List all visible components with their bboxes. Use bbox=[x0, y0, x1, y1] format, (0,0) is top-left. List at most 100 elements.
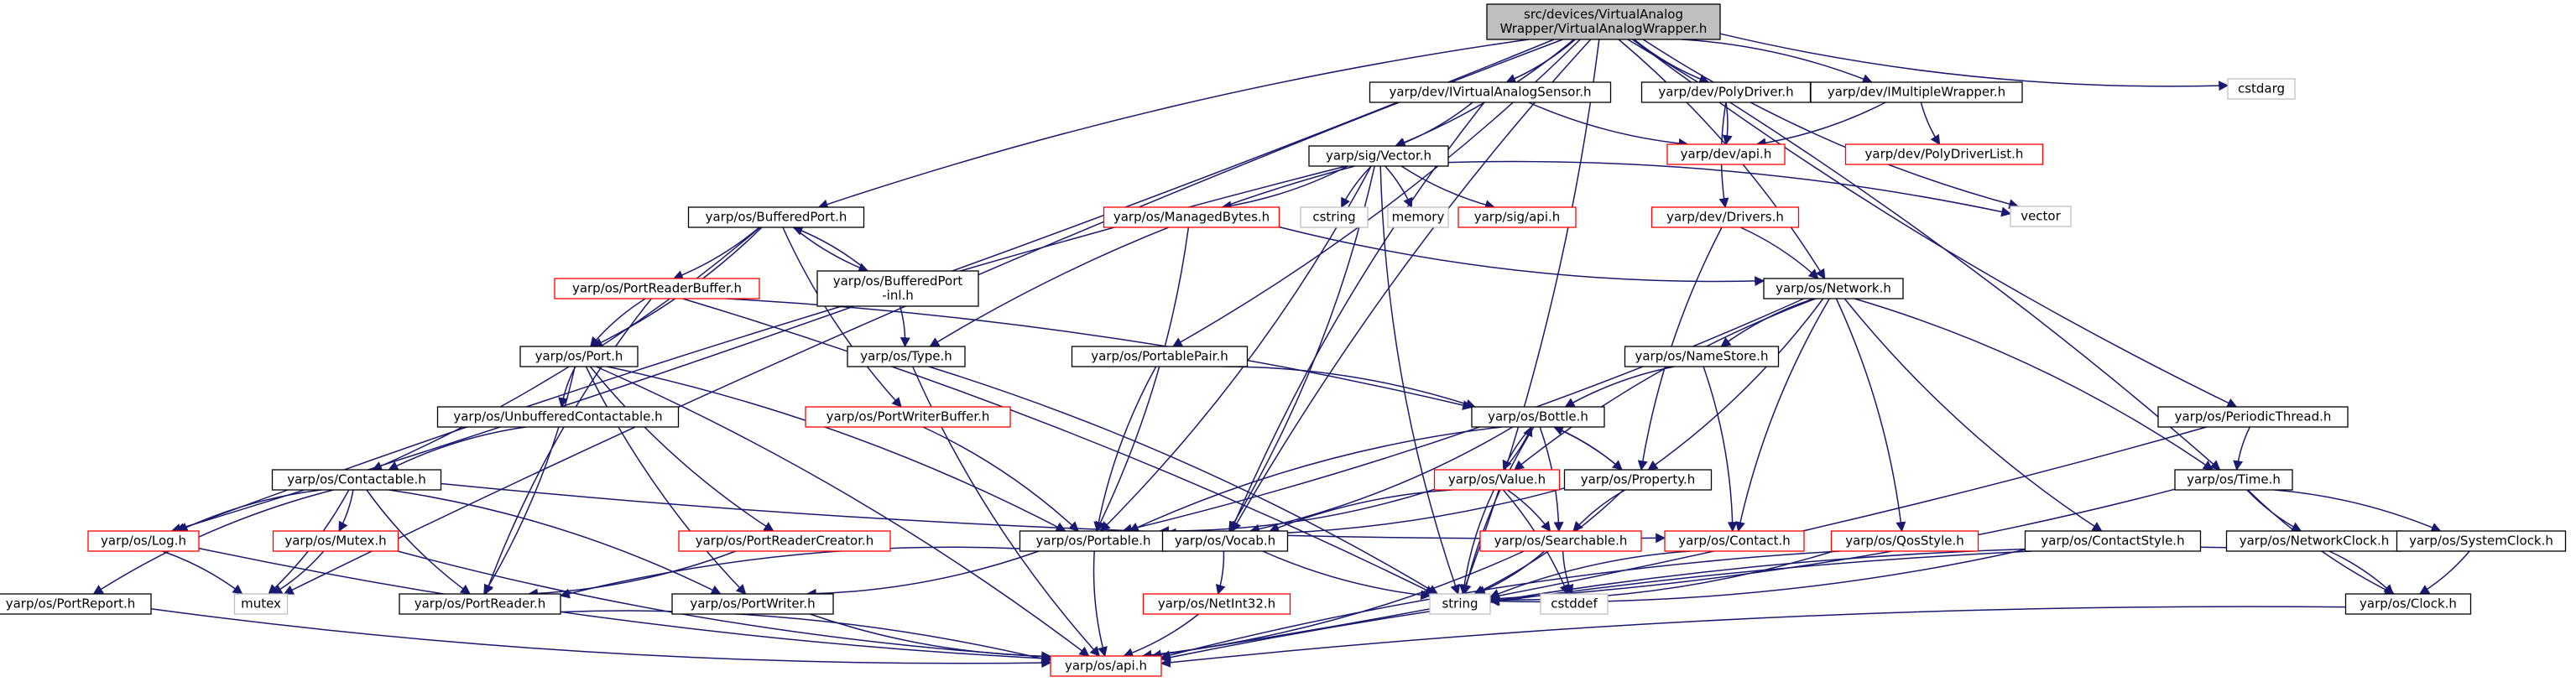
node-managedBytes[interactable]: yarp/os/ManagedBytes.h bbox=[1103, 206, 1280, 228]
node-label-value: yarp/os/Value.h bbox=[1448, 472, 1546, 487]
node-box-bottle bbox=[1471, 406, 1605, 428]
node-searchable[interactable]: yarp/os/Searchable.h bbox=[1479, 530, 1642, 552]
edge-contact-to-string bbox=[1489, 550, 1691, 599]
node-label-sigApi: yarp/sig/api.h bbox=[1474, 210, 1561, 225]
node-devApi[interactable]: yarp/dev/api.h bbox=[1666, 143, 1786, 165]
edge-portReport-to-osApi bbox=[150, 608, 1052, 669]
node-box-type bbox=[847, 346, 966, 367]
edge-port-to-portable bbox=[607, 366, 1066, 532]
node-box-portWriter bbox=[671, 593, 834, 615]
node-polyDriverList[interactable]: yarp/dev/PolyDriverList.h bbox=[1844, 143, 2044, 165]
node-port[interactable]: yarp/os/Port.h bbox=[519, 346, 639, 367]
node-systemClock[interactable]: yarp/os/SystemClock.h bbox=[2396, 530, 2567, 552]
node-portWriter[interactable]: yarp/os/PortWriter.h bbox=[671, 593, 834, 615]
node-label-string: string bbox=[1442, 596, 1478, 612]
node-label-qosStyle: yarp/os/QosStyle.h bbox=[1845, 534, 1964, 549]
node-box-portReport bbox=[0, 593, 152, 615]
edge-nameStore-to-bottle bbox=[1564, 366, 1675, 408]
node-box-periodicThread bbox=[2157, 406, 2349, 428]
node-osApi[interactable]: yarp/os/api.h bbox=[1050, 655, 1162, 677]
edge-networkClock-to-clock bbox=[2328, 550, 2394, 595]
node-label-portReaderCreator: yarp/os/PortReaderCreator.h bbox=[696, 534, 874, 549]
node-box-port bbox=[519, 346, 639, 367]
node-portWriterBuffer[interactable]: yarp/os/PortWriterBuffer.h bbox=[805, 406, 1011, 428]
node-portReaderCreator[interactable]: yarp/os/PortReaderCreator.h bbox=[678, 530, 891, 552]
node-clock[interactable]: yarp/os/Clock.h bbox=[2344, 593, 2472, 615]
node-sigApi[interactable]: yarp/sig/api.h bbox=[1457, 206, 1577, 228]
node-contact[interactable]: yarp/os/Contact.h bbox=[1664, 530, 1805, 552]
edge-portReaderBuffer-to-portReader bbox=[483, 298, 652, 596]
edge-root-to-string bbox=[1461, 39, 1600, 596]
node-mutex[interactable]: yarp/os/Mutex.h bbox=[272, 530, 399, 552]
edge-qosStyle-to-string bbox=[1489, 550, 1834, 606]
node-portReport[interactable]: yarp/os/PortReport.h bbox=[0, 593, 152, 615]
node-root[interactable]: src/devices/VirtualAnalogWrapper/Virtual… bbox=[1486, 3, 1721, 40]
edge-iMultipleWrapper-to-devApi bbox=[1755, 102, 1886, 148]
node-iVirtualAnalogSensor[interactable]: yarp/dev/IVirtualAnalogSensor.h bbox=[1369, 81, 1612, 103]
node-box-log bbox=[87, 530, 200, 552]
edge-bufferedPort-to-bufferedPortInl bbox=[793, 226, 869, 273]
node-label-cstdarg: cstdarg bbox=[2238, 81, 2285, 96]
edge-value-to-string bbox=[1459, 489, 1495, 596]
edge-searchable-to-cstddef bbox=[1562, 550, 1574, 596]
node-portable[interactable]: yarp/os/Portable.h bbox=[1019, 530, 1168, 552]
node-iMultipleWrapper[interactable]: yarp/dev/IMultipleWrapper.h bbox=[1810, 81, 2023, 103]
node-label-unbufferedContactable: yarp/os/UnbufferedContactable.h bbox=[453, 409, 662, 424]
node-netInt32[interactable]: yarp/os/NetInt32.h bbox=[1142, 593, 1291, 615]
node-label-bottle: yarp/os/Bottle.h bbox=[1488, 409, 1588, 424]
node-box-cstring bbox=[1300, 206, 1369, 228]
edge-iMultipleWrapper-to-polyDriverList bbox=[1920, 102, 1941, 146]
node-value[interactable]: yarp/os/Value.h bbox=[1433, 469, 1561, 491]
node-label-managedBytes: yarp/os/ManagedBytes.h bbox=[1113, 210, 1270, 225]
node-contactStyle[interactable]: yarp/os/ContactStyle.h bbox=[2024, 530, 2202, 552]
node-portablePair[interactable]: yarp/os/PortablePair.h bbox=[1071, 346, 1249, 367]
node-bufferedPortInl[interactable]: yarp/os/BufferedPort-inl.h bbox=[816, 270, 979, 307]
node-box-value bbox=[1433, 469, 1561, 491]
edge-netInt32-to-osApi bbox=[1123, 613, 1200, 658]
edge-bufferedPortInl-to-bufferedPort bbox=[792, 226, 868, 272]
node-property[interactable]: yarp/os/Property.h bbox=[1563, 469, 1713, 491]
node-box-mutexStd bbox=[233, 593, 289, 615]
node-type[interactable]: yarp/os/Type.h bbox=[847, 346, 966, 367]
node-bottle[interactable]: yarp/os/Bottle.h bbox=[1471, 406, 1605, 428]
node-label-portReader: yarp/os/PortReader.h bbox=[415, 596, 546, 612]
node-polyDriver[interactable]: yarp/dev/PolyDriver.h bbox=[1640, 81, 1812, 103]
edge-mutex-to-mutexStd bbox=[272, 550, 325, 595]
edge-sigVector-to-sigApi bbox=[1400, 165, 1496, 211]
node-box-string bbox=[1429, 593, 1491, 615]
edge-portReaderCreator-to-portReader bbox=[527, 550, 737, 599]
edge-property-to-bottle bbox=[1552, 425, 1623, 471]
node-box-root bbox=[1486, 3, 1721, 40]
node-vocab[interactable]: yarp/os/Vocab.h bbox=[1161, 530, 1289, 552]
node-drivers[interactable]: yarp/dev/Drivers.h bbox=[1650, 206, 1800, 228]
edge-property-to-portable bbox=[1165, 487, 1565, 539]
edge-drivers-to-property bbox=[1637, 226, 1723, 471]
node-unbufferedContactable[interactable]: yarp/os/UnbufferedContactable.h bbox=[436, 406, 680, 428]
node-box-vector bbox=[2010, 206, 2072, 227]
node-label-iVirtualAnalogSensor: yarp/dev/IVirtualAnalogSensor.h bbox=[1389, 85, 1591, 100]
node-portReader[interactable]: yarp/os/PortReader.h bbox=[399, 593, 561, 615]
edge-portWriter-to-osApi bbox=[810, 613, 1052, 662]
node-qosStyle[interactable]: yarp/os/QosStyle.h bbox=[1830, 530, 1979, 552]
node-label-bufferedPort: yarp/os/BufferedPort.h bbox=[706, 210, 847, 225]
edge-type-to-string bbox=[928, 366, 1439, 595]
node-bufferedPort[interactable]: yarp/os/BufferedPort.h bbox=[687, 206, 865, 228]
node-sigVector[interactable]: yarp/sig/Vector.h bbox=[1308, 145, 1449, 167]
node-box-bufferedPortInl bbox=[816, 270, 979, 307]
node-networkClock[interactable]: yarp/os/NetworkClock.h bbox=[2225, 530, 2403, 552]
node-box-osApi bbox=[1050, 655, 1162, 677]
node-network[interactable]: yarp/os/Network.h bbox=[1763, 278, 1904, 299]
node-portReaderBuffer[interactable]: yarp/os/PortReaderBuffer.h bbox=[554, 278, 760, 299]
edge-bufferedPort-to-portWriterBuffer bbox=[782, 226, 902, 408]
edge-log-to-osApi bbox=[198, 547, 1052, 664]
node-label-systemClock: yarp/os/SystemClock.h bbox=[2409, 534, 2553, 549]
node-contactable[interactable]: yarp/os/Contactable.h bbox=[271, 469, 442, 491]
node-box-unbufferedContactable bbox=[436, 406, 680, 428]
node-label-port: yarp/os/Port.h bbox=[535, 349, 623, 364]
node-box-time bbox=[2174, 469, 2293, 491]
node-label-mutexStd: mutex bbox=[241, 596, 281, 612]
node-periodicThread[interactable]: yarp/os/PeriodicThread.h bbox=[2157, 406, 2349, 428]
node-nameStore[interactable]: yarp/os/NameStore.h bbox=[1624, 346, 1780, 367]
node-log[interactable]: yarp/os/Log.h bbox=[87, 530, 200, 552]
node-time[interactable]: yarp/os/Time.h bbox=[2174, 469, 2293, 491]
